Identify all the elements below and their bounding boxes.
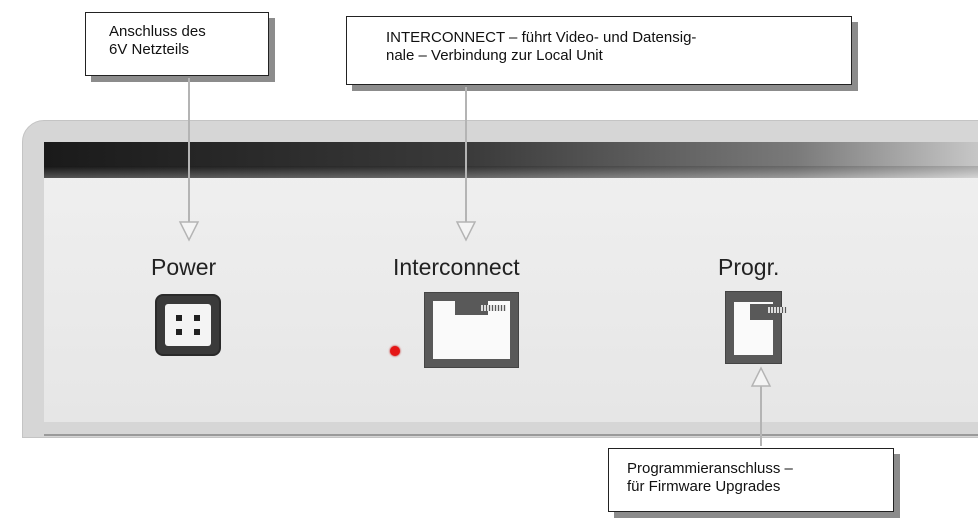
panel-bottom-edge — [44, 434, 978, 436]
rj45-interconnect-port-icon — [424, 292, 519, 368]
callout-programming-line2: für Firmware Upgrades — [627, 478, 781, 495]
top-strip — [44, 142, 978, 178]
interconnect-port-label: Interconnect — [393, 254, 520, 280]
arrow-power-head — [178, 221, 200, 242]
callout-power: Anschluss des 6V Netzteils — [85, 12, 269, 76]
callout-programming: Programmieranschluss – für Firmware Upgr… — [608, 448, 894, 512]
status-led — [390, 346, 400, 356]
programming-port-label: Progr. — [718, 254, 780, 280]
arrow-interconnect-head — [455, 221, 477, 242]
callout-programming-line1: Programmieranschluss – — [627, 460, 793, 477]
callout-power-line1: Anschluss des — [109, 23, 206, 40]
callout-interconnect-line2: nale – Verbindung zur Local Unit — [386, 47, 603, 64]
callout-power-line2: 6V Netzteils — [109, 41, 190, 58]
callout-interconnect-line1: INTERCONNECT – führt Video- und Datensig… — [386, 29, 697, 46]
arrow-programming-head — [750, 366, 772, 387]
callout-interconnect: INTERCONNECT – führt Video- und Datensig… — [346, 16, 852, 85]
power-connector-icon — [155, 294, 221, 356]
power-port-label: Power — [151, 254, 217, 280]
rj12-programming-port-icon — [725, 291, 787, 364]
device-face — [44, 142, 978, 422]
